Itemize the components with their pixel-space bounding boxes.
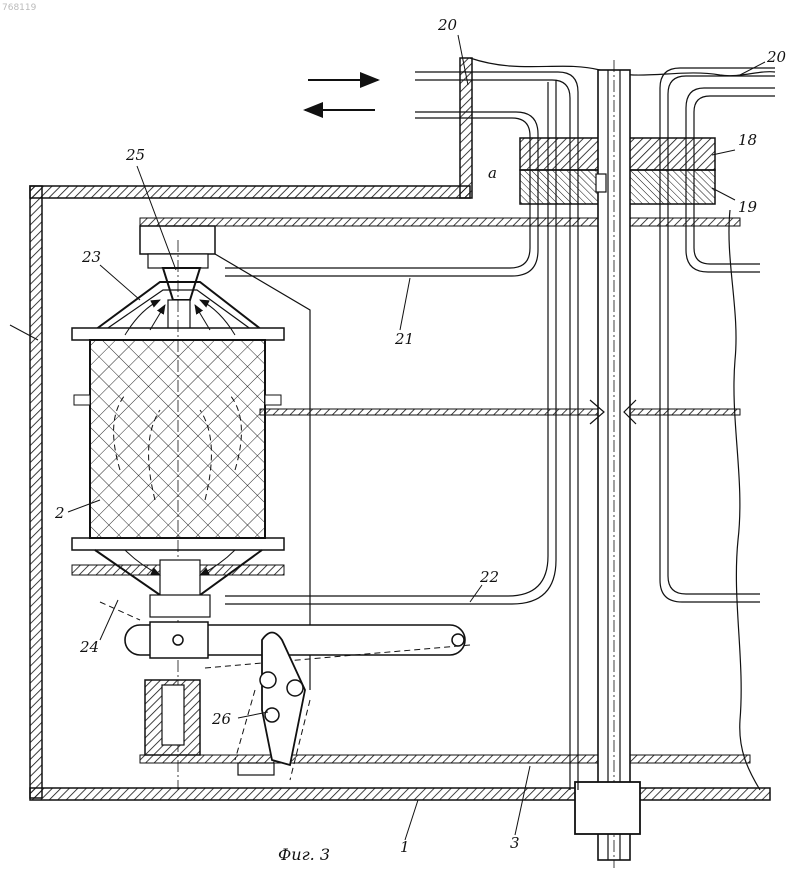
label-19: 19 xyxy=(738,198,758,216)
label-24: 24 xyxy=(79,638,99,656)
label-26: 26 xyxy=(211,710,232,728)
label-23: 23 xyxy=(81,248,101,266)
corner-mark: 768119 xyxy=(2,3,37,13)
label-20-right: 20 xyxy=(766,48,787,66)
label-2: 2 xyxy=(54,504,65,522)
flow-arrows xyxy=(305,80,378,110)
label-a: a xyxy=(488,164,497,182)
label-21: 21 xyxy=(394,330,414,348)
figure-caption: Фиг. 3 xyxy=(278,845,330,864)
label-25: 25 xyxy=(125,146,145,164)
label-18: 18 xyxy=(738,131,757,149)
label-1: 1 xyxy=(400,838,410,856)
label-22: 22 xyxy=(479,568,499,586)
label-20-left: 20 xyxy=(437,16,458,34)
label-3: 3 xyxy=(510,834,520,852)
